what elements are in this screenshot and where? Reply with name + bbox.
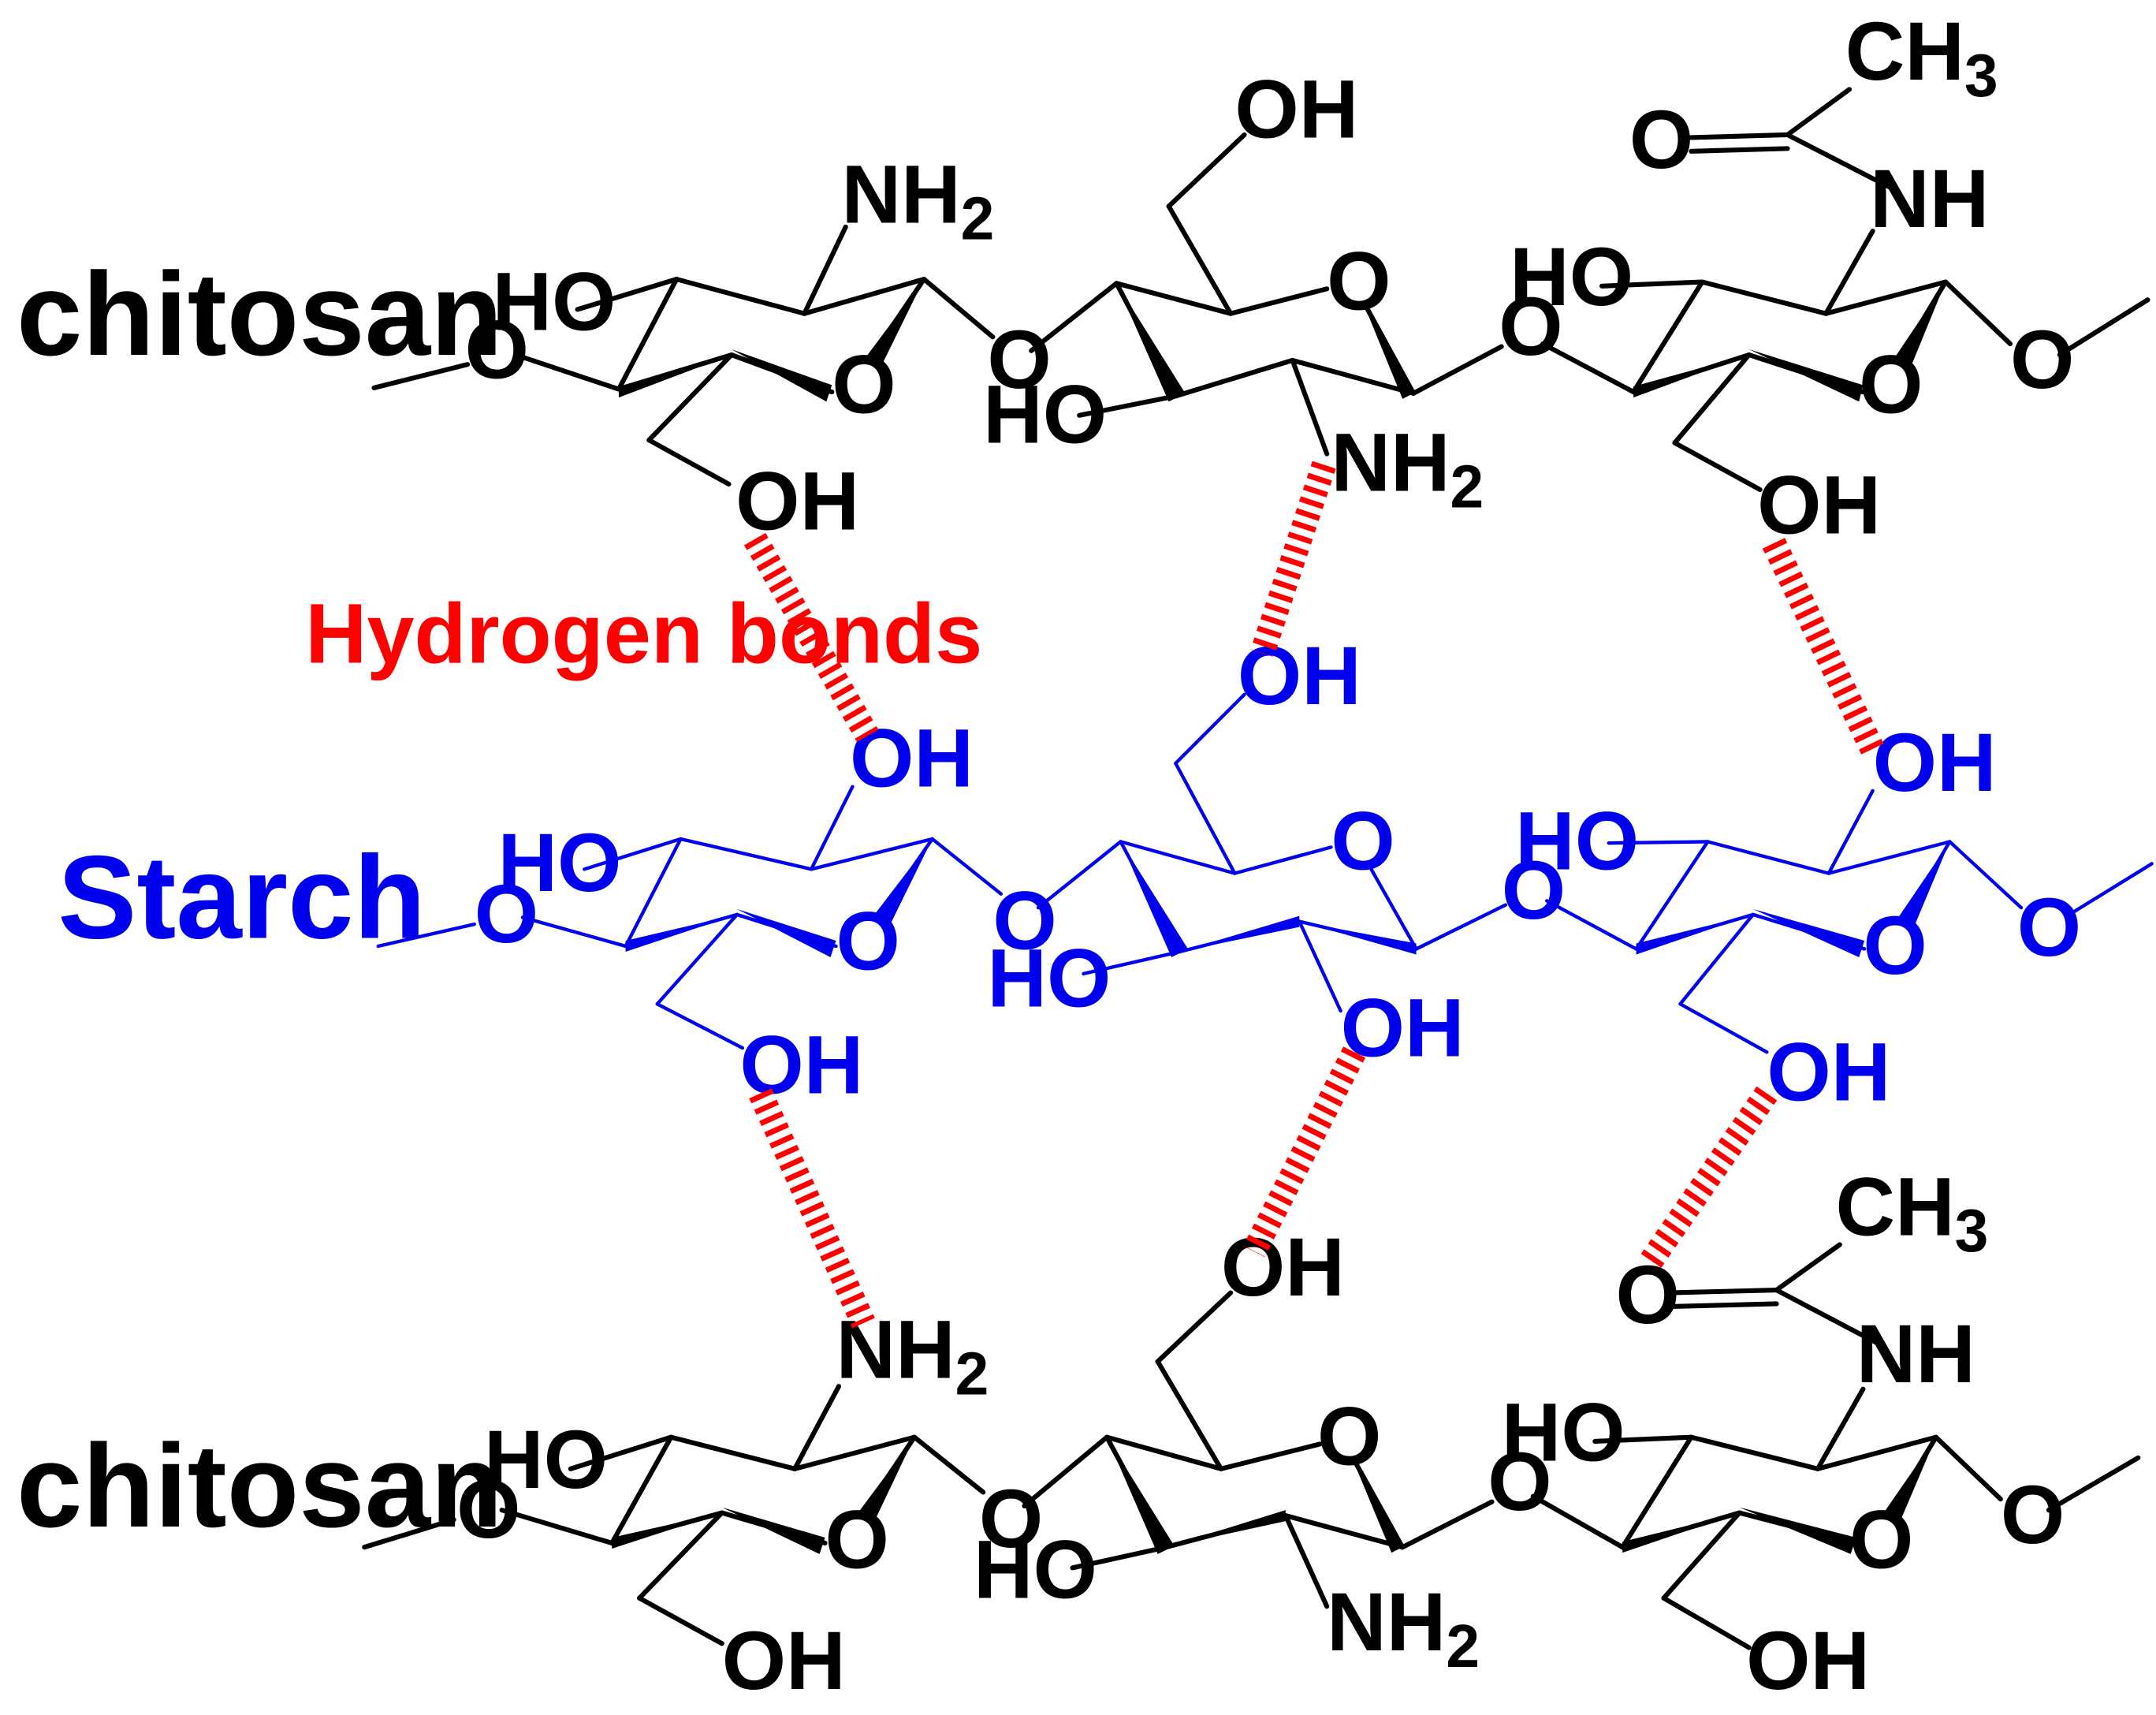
ct-ho-3: HO — [1510, 231, 1633, 323]
cb-ho-2: HO — [974, 1524, 1097, 1616]
starch-wedges — [625, 838, 1950, 957]
hbond-2 — [1250, 460, 1336, 658]
cb-o-ring-3: O — [1849, 1493, 1913, 1586]
cb-o-ring-2: O — [1317, 1391, 1381, 1483]
cb-nh2-1: NH2 — [836, 1304, 989, 1408]
ct-o-ring-3: O — [1859, 338, 1923, 431]
label-chitosan-top: chitosan — [17, 248, 503, 380]
ct-oh-2: OH — [1234, 63, 1358, 155]
ct-oh-1: OH — [735, 456, 859, 548]
st-o-link-2: O — [1502, 844, 1566, 937]
st-oh-5: OH — [1873, 717, 1997, 809]
ct-o-ring-1: O — [832, 338, 896, 431]
starch-atoms: O HO OH O OH O OH O HO OH O HO OH O OH O — [475, 630, 2081, 1118]
ct-nh2-2: NH2 — [1331, 417, 1484, 521]
ct-ch3: CH3 — [1845, 6, 1998, 110]
ct-ho-1: HO — [492, 256, 616, 349]
ct-o-link-1: O — [987, 314, 1051, 406]
chitosan-bottom-atoms: O HO NH2 O OH O OH O HO NH2 O HO O NH O … — [456, 1161, 2065, 1707]
cb-o-link-2: O — [1488, 1436, 1551, 1528]
st-o-ring-2: O — [1331, 795, 1395, 887]
ct-o-chain-end: O — [2010, 314, 2074, 406]
cb-o-link-1: O — [979, 1473, 1043, 1565]
ct-ho-2: HO — [983, 369, 1107, 461]
st-oh-6: OH — [1767, 1026, 1890, 1118]
cb-oh-1: OH — [722, 1615, 846, 1707]
ct-o-chain: O — [465, 304, 529, 397]
st-o-chain-end: O — [2017, 882, 2081, 974]
chitosan-top-atoms: O HO O NH2 OH O OH O HO NH2 O HO O NH O … — [465, 6, 2075, 552]
cb-o-carbonyl: O — [1615, 1249, 1679, 1341]
st-ho-3: HO — [1515, 795, 1639, 887]
st-o-ring-1: O — [836, 896, 900, 988]
cb-oh-3: OH — [1746, 1615, 1870, 1707]
cb-ho-3: HO — [1502, 1386, 1625, 1478]
st-ho-2: HO — [987, 933, 1111, 1025]
ct-oh-3: OH — [1757, 460, 1881, 552]
cb-ch3: CH3 — [1836, 1161, 1989, 1265]
cb-o-chain-end: O — [2001, 1469, 2065, 1561]
chitosan-top-wedges — [618, 279, 1946, 402]
hbond-3 — [1762, 538, 1884, 755]
ct-o-link-2: O — [1499, 281, 1562, 373]
cb-o-ring-1: O — [825, 1493, 889, 1586]
st-ho-1: HO — [497, 817, 621, 909]
chitosan-bottom-wedges — [612, 1437, 1936, 1554]
hbond-6 — [1640, 1086, 1778, 1270]
label-hydrogen-bonds: Hydrogen bonds — [305, 586, 982, 681]
st-oh-1: OH — [850, 713, 974, 805]
cb-ho-1: HO — [484, 1414, 608, 1506]
hbond-4 — [749, 1088, 875, 1329]
st-o-chain: O — [475, 868, 538, 960]
st-oh-3: OH — [1238, 630, 1361, 722]
st-o-link-1: O — [992, 874, 1056, 967]
ct-o-carbonyl: O — [1629, 94, 1693, 186]
ct-o-ring-2: O — [1327, 235, 1391, 327]
cb-nh: NH — [1856, 1308, 1975, 1400]
hbond-5 — [1242, 1046, 1366, 1258]
label-chitosan-bottom: chitosan — [17, 1419, 503, 1552]
ct-nh2-1: NH2 — [842, 149, 995, 253]
cb-nh2-2: NH2 — [1327, 1576, 1480, 1680]
label-starch: Starch — [58, 831, 426, 964]
st-o-ring-3: O — [1863, 900, 1927, 992]
ct-nh: NH — [1870, 153, 1989, 245]
cb-o-chain: O — [456, 1463, 520, 1556]
cb-oh-2: OH — [1221, 1221, 1345, 1314]
hbond-1 — [743, 532, 879, 742]
hydrogen-bonds — [743, 460, 1884, 1329]
